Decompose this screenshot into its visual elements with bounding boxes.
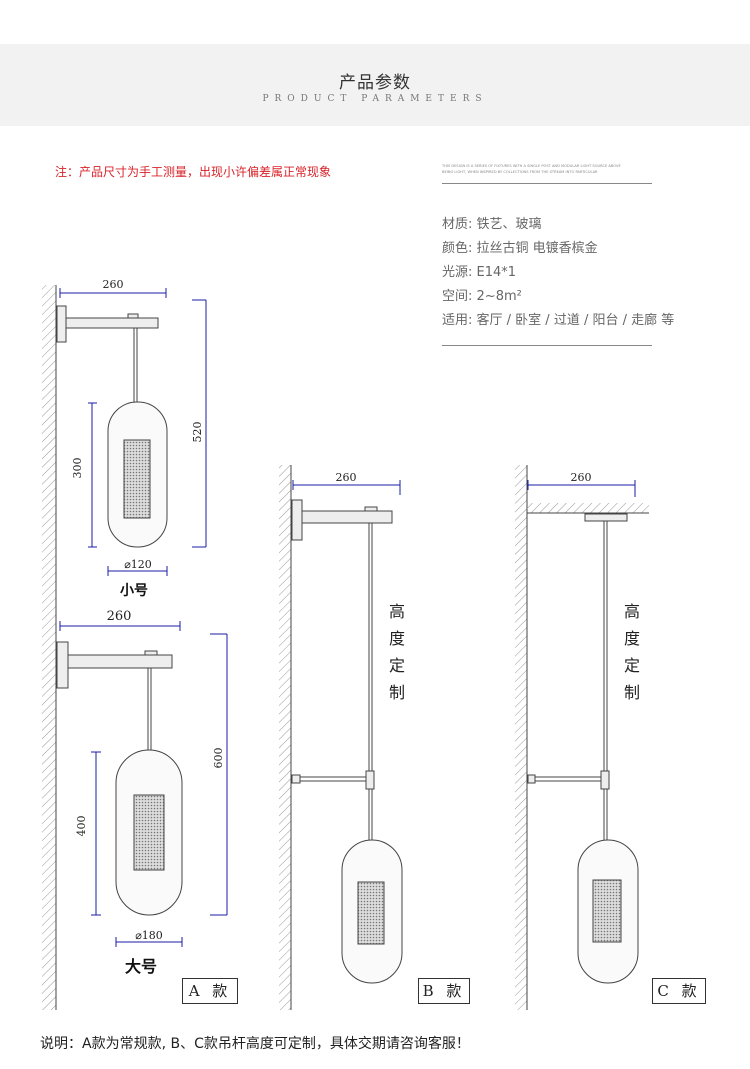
model-b-dimensions (292, 480, 401, 495)
model-b-custom-height-text: 高度定制 (388, 602, 405, 702)
model-c-width-label: 260 (571, 471, 592, 484)
model-b-width-label: 260 (336, 471, 357, 484)
fine-print-line: BEING LIGHT, WHEN INSPIRED BY COLLECTION… (442, 170, 598, 174)
small-size-caption: 小号 (120, 583, 148, 599)
header-band (0, 44, 750, 126)
model-c-custom-height-text: 高度定制 (623, 602, 640, 702)
wall-a (42, 285, 57, 1010)
model-c-lamp-drawing (527, 513, 639, 984)
model-a-label: A 款 (182, 978, 238, 1004)
large-width-label: 260 (107, 609, 132, 624)
model-c-dimensions (527, 480, 636, 497)
wall-c (515, 465, 649, 1010)
model-b-label: B 款 (418, 978, 470, 1004)
small-glass-height-label: 300 (71, 458, 84, 479)
small-height-label: 520 (191, 422, 204, 443)
spec-space: 空间: 2~8m² (442, 289, 522, 304)
spec-color: 颜色: 拉丝古铜 电镀香槟金 (442, 241, 598, 256)
measurement-note: 注：产品尺寸为手工测量，出现小许偏差属正常现象 (55, 165, 332, 179)
large-lamp-drawing (56, 641, 183, 916)
small-width-label: 260 (103, 278, 124, 291)
fine-print-line: THIS DESIGN IS A SERIES OF FIXTURES WITH… (442, 164, 621, 168)
page-subtitle: PRODUCT PARAMETERS (262, 94, 488, 104)
large-size-caption: 大号 (125, 957, 158, 976)
spec-material: 材质: 铁艺、玻璃 (442, 217, 542, 232)
large-dimensions (59, 621, 228, 947)
large-glass-height-label: 400 (75, 816, 88, 837)
small-diameter-label: ⌀120 (124, 558, 152, 571)
divider (442, 345, 652, 346)
small-lamp-drawing (56, 305, 168, 548)
large-height-label: 600 (212, 748, 225, 769)
spec-usage: 适用: 客厅 / 卧室 / 过道 / 阳台 / 走廊 等 (442, 313, 675, 328)
small-dimensions (59, 288, 207, 576)
page-title: 产品参数 (339, 73, 411, 93)
model-c-label: C 款 (652, 978, 706, 1004)
large-diameter-label: ⌀180 (135, 929, 163, 942)
wall-b (279, 465, 292, 1010)
divider (442, 183, 652, 184)
footer-note: 说明：A款为常规款, B、C款吊杆高度可定制，具体交期请咨询客服！ (40, 1036, 470, 1052)
spec-light-source: 光源: E14*1 (442, 265, 517, 280)
model-b-lamp-drawing (291, 499, 403, 984)
